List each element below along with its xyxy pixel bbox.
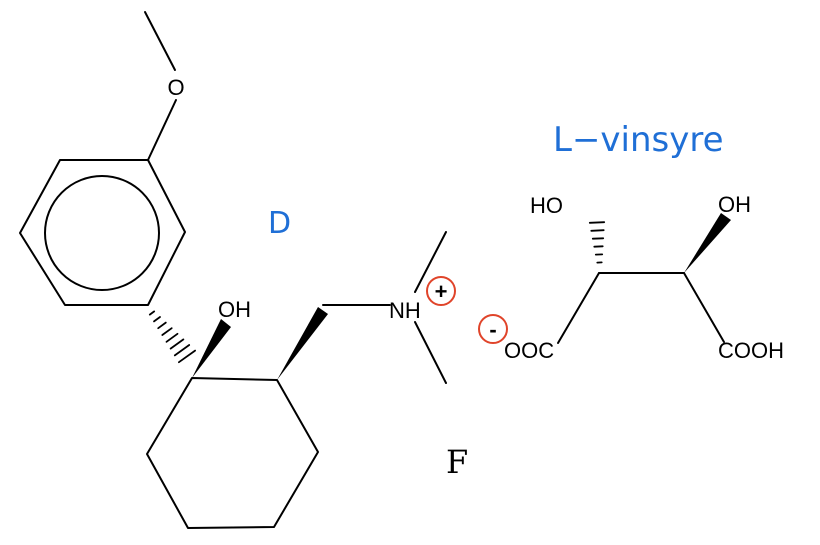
carboxylic-acid-label: COOH [718, 338, 784, 363]
hashed-wedge-aryl [148, 310, 197, 364]
wedge-c3-oh [684, 213, 731, 273]
cyclohexane-ring [146, 377, 319, 529]
tartrate-oh-label: OH [718, 192, 751, 217]
label-d: D [268, 206, 291, 241]
label-f: F [446, 443, 468, 481]
bond-n-methyl-top [414, 231, 447, 293]
wedge-c1-oh [192, 319, 231, 378]
tartrate-anion [557, 272, 725, 344]
amine-label: NH [389, 298, 421, 323]
bond-n-methyl-bottom [414, 321, 447, 384]
negative-charge: - [478, 314, 508, 344]
bond-c3-cooh [683, 272, 725, 343]
benzene-ring [19, 159, 186, 306]
bond-methyl-o [144, 11, 176, 71]
hydroxyl-label: OH [218, 297, 251, 322]
wedge-c2-ch2 [277, 307, 328, 380]
minus-sign: - [489, 317, 496, 342]
carboxylate-label: OOC [504, 338, 554, 363]
plus-sign: + [435, 279, 448, 304]
bond-o-aryl [147, 99, 177, 161]
aromatic-circle [44, 175, 160, 291]
hashed-wedge-ho [588, 221, 606, 264]
tramadol-cation [19, 11, 447, 529]
methoxy-oxygen-label: O [167, 75, 184, 100]
tartrate-ho-label: HO [530, 193, 563, 218]
positive-charge: + [426, 276, 456, 306]
acid-name-label: L−vinsyre [553, 120, 724, 160]
bond-ooc-c2 [557, 272, 600, 344]
